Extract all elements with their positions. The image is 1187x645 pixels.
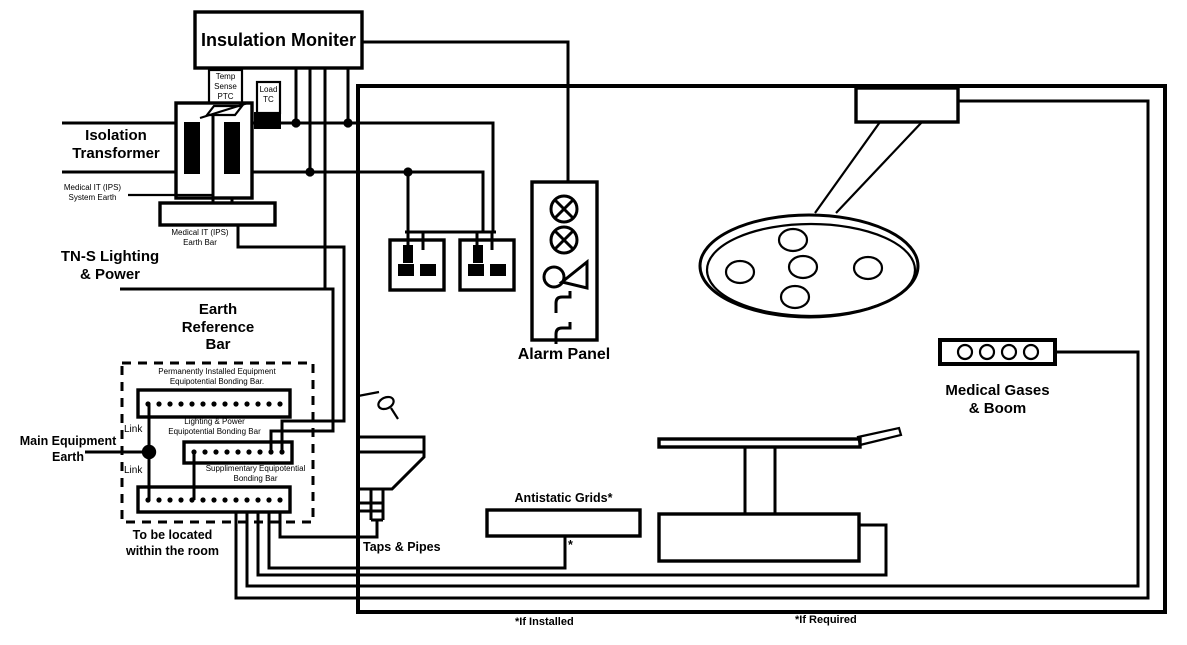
alarm-feed-wire [362, 40, 570, 182]
alarm-panel-label: Alarm Panel [517, 346, 611, 363]
junction-dots [291, 118, 413, 177]
isolation-transformer-label: Isolation Transformer [72, 127, 160, 162]
earth-bar-wire [236, 225, 346, 452]
alarm-panel-box [530, 180, 599, 344]
sink-icon [357, 390, 426, 522]
lamp-icon [549, 194, 579, 224]
supplementary-bonding-bar-label: Supplimentary Equipotential Bonding Bar [205, 464, 306, 483]
medical-it-earth-bar-label: Medical IT (IPS) Earth Bar [171, 228, 229, 247]
insulation-monitor-title: Insulation Moniter [201, 29, 356, 50]
medical-it-earth-bar-icon [128, 193, 277, 227]
surgical-light-icon [698, 86, 960, 319]
monitor-sense-wires [294, 67, 350, 289]
horn-icon [542, 258, 589, 290]
room-location-note: To be located within the room [125, 528, 220, 559]
tns-supply-wire [120, 287, 335, 452]
operating-table-icon [657, 426, 903, 563]
telephone-icon [554, 322, 572, 344]
taps-pipes-label: Taps & Pipes [363, 540, 441, 554]
load-ct-box [254, 80, 282, 129]
gas-outlet-panel-icon [938, 338, 1057, 366]
bonding-bar-icon [136, 388, 292, 419]
equipment-earth-returns [234, 99, 1150, 600]
footnote-if-installed: *If Installed [515, 616, 574, 628]
secondary-bus-lines [252, 121, 496, 234]
telephone-icon [554, 291, 572, 313]
primary-supply-lines [62, 121, 176, 174]
antistatic-footnote-marker: * [568, 538, 573, 552]
medical-gases-boom-label: Medical Gases & Boom [945, 382, 1050, 417]
earth-reference-bar-title: Earth Reference Bar [181, 301, 255, 354]
socket-outlet-icon [458, 232, 516, 292]
antistatic-grid-icon [485, 508, 642, 538]
load-ct-label: Load TC [259, 85, 278, 104]
lamp-icon [549, 225, 579, 255]
isolation-transformer-icon [174, 101, 254, 203]
main-equipment-earth-label: Main Equipment Earth [19, 434, 117, 465]
socket-outlet-icon [388, 172, 446, 292]
room-outline [356, 84, 1167, 614]
lighting-power-bonding-bar-label: Lighting & Power Equipotential Bonding B… [168, 417, 261, 436]
bonding-bar-icon [182, 440, 294, 465]
tns-supply-label: TN-S Lighting & Power [60, 248, 160, 283]
main-earth-junction-dot [141, 444, 157, 460]
insulation-monitor-box [193, 10, 364, 70]
temp-sensor-label: Temp Sense PTC [214, 72, 237, 101]
link-label-upper: Link [124, 424, 143, 435]
bonding-bar-icon [136, 485, 292, 514]
permanent-bonding-bar-label: Permanently Installed Equipment Equipote… [158, 367, 276, 386]
system-earth-label: Medical IT (IPS) System Earth [63, 183, 122, 202]
link-label-lower: Link [124, 465, 143, 476]
footnote-if-required: *If Required [795, 614, 857, 626]
antistatic-grids-label: Antistatic Grids* [514, 491, 613, 505]
link-wires [85, 404, 196, 500]
